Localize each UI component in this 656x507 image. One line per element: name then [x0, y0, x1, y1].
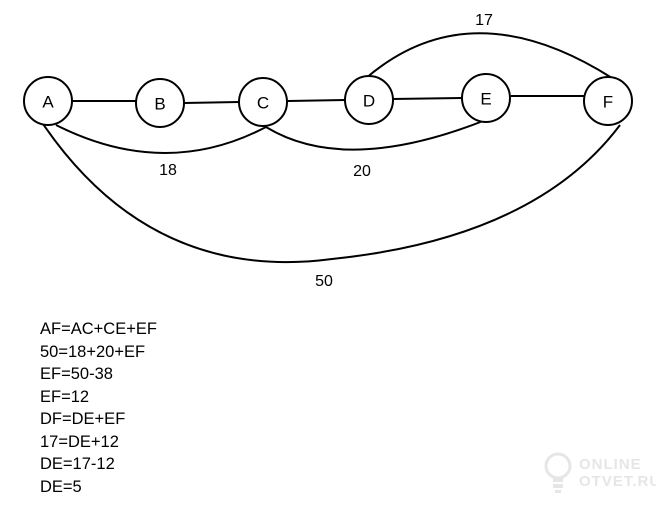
node-b: B — [135, 78, 185, 128]
node-e-circle — [461, 73, 511, 123]
edge-de — [391, 97, 463, 100]
node-e-label: E — [480, 90, 491, 109]
lightbulb-icon — [544, 452, 572, 493]
node-b-label: B — [154, 95, 165, 114]
edge-ce — [265, 120, 484, 151]
watermark-text: ONLINE OTVET.RU — [579, 456, 656, 490]
edges-layer — [40, 32, 621, 263]
node-d-circle — [344, 75, 394, 125]
node-c: C — [238, 77, 288, 127]
edge-cd — [287, 99, 346, 102]
node-f: F — [583, 76, 633, 126]
node-a-label: A — [42, 93, 54, 112]
edge-ac — [55, 124, 267, 154]
edge-df — [364, 32, 613, 80]
edge-labels-layer: 18 20 17 50 — [159, 12, 493, 290]
node-d-label: D — [363, 92, 375, 111]
solution-line: AF=AC+CE+EF — [40, 320, 157, 338]
solution-line: 17=DE+12 — [40, 432, 119, 451]
node-f-label: F — [603, 93, 613, 112]
node-f-circle — [583, 76, 633, 126]
solution-steps: AF=AC+CE+EF 50=18+20+EF EF=50-38 EF=12 D… — [40, 318, 157, 498]
edge-bc — [183, 101, 240, 104]
nodes-layer: A B C D E F — [23, 73, 633, 128]
node-b-circle — [135, 78, 185, 128]
watermark-line-1: ONLINE — [579, 456, 642, 473]
node-e: E — [461, 73, 511, 123]
solution-line: EF=12 — [40, 387, 90, 406]
solution-line: DE=5 — [40, 477, 82, 496]
node-c-circle — [238, 77, 288, 127]
solution-line: 50=18+20+EF — [40, 342, 146, 361]
edge-ce-label: 20 — [353, 163, 371, 180]
watermark-logo: ONLINE OTVET.RU — [543, 450, 656, 498]
edge-af-label: 50 — [315, 273, 333, 290]
edge-ac-label: 18 — [159, 162, 177, 179]
node-a: A — [23, 76, 73, 126]
watermark-line-2: OTVET.RU — [579, 473, 656, 490]
node-c-label: C — [257, 94, 269, 113]
node-d: D — [344, 75, 394, 125]
edge-df-label: 17 — [475, 12, 493, 29]
solution-line: DE=17-12 — [40, 455, 115, 473]
solution-line: DF=DE+EF — [40, 410, 126, 428]
solution-line: EF=50-38 — [40, 365, 113, 383]
node-a-circle — [23, 76, 73, 126]
edge-af — [40, 120, 621, 263]
